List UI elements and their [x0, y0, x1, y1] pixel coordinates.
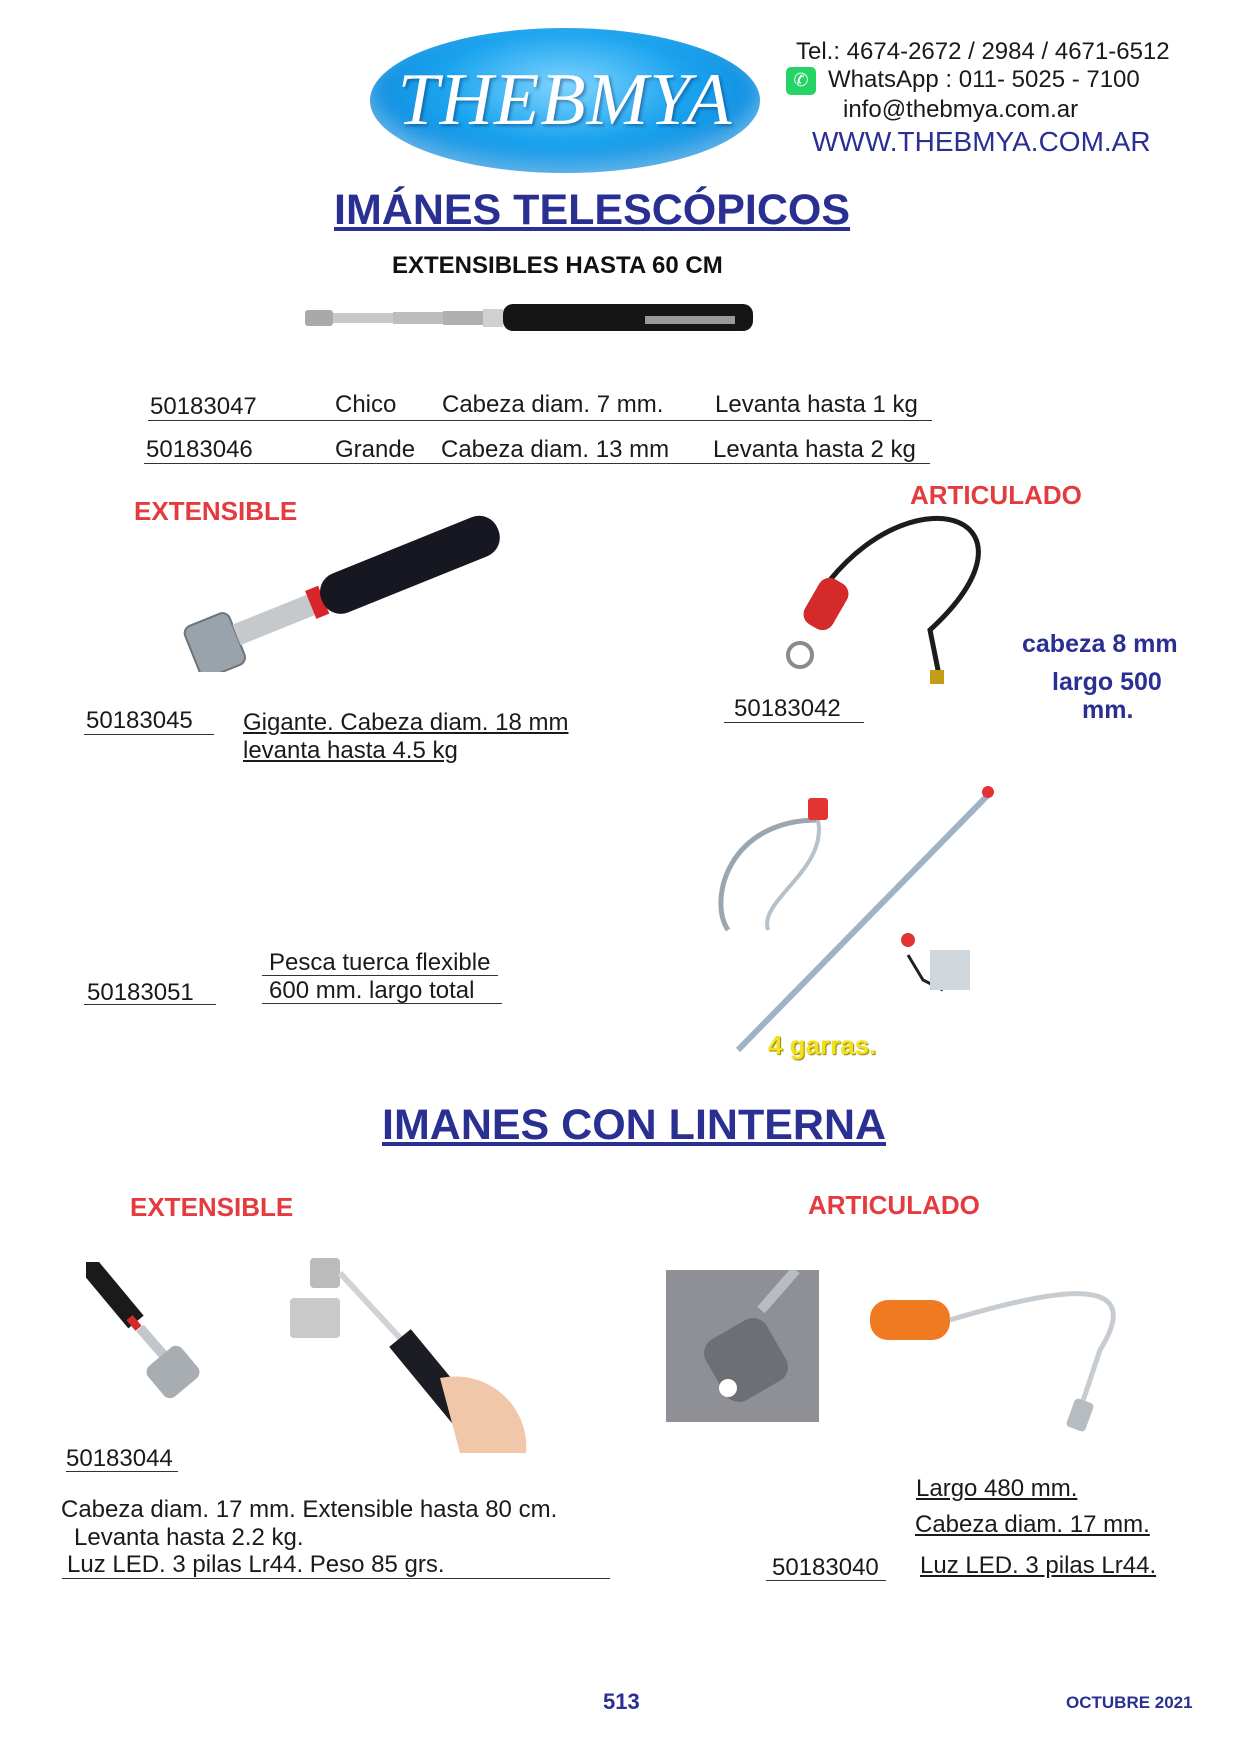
code-underline [66, 1471, 178, 1472]
product-lift: Levanta hasta 2 kg [713, 436, 916, 463]
led-magnet-hand-image [290, 1258, 527, 1453]
product-code: 50183040 [772, 1554, 879, 1581]
pesca-desc-line1: Pesca tuerca flexible [269, 949, 491, 976]
section-subtitle: EXTENSIBLES HASTA 60 CM [392, 252, 723, 279]
phone-numbers: Tel.: 4674-2672 / 2984 / 4671-6512 [796, 38, 1170, 65]
product-head: Cabeza diam. 7 mm. [442, 391, 664, 418]
telescopic-magnet-image [305, 304, 753, 331]
website-link[interactable]: WWW.THEBMYA.COM.AR [812, 126, 1151, 157]
item2-desc-line1: Largo 480 mm. [916, 1475, 1078, 1502]
section-title-linterna: IMANES CON LINTERNA [382, 1101, 887, 1149]
articulated-magnet-image [786, 515, 981, 684]
gigante-desc-line1: Gigante. Cabeza diam. 18 mm [243, 709, 569, 736]
product-code: 50183046 [146, 436, 253, 463]
item1-desc-line2: Levanta hasta 2.2 kg. [74, 1524, 304, 1551]
desc-underline [262, 1003, 502, 1004]
logo-text: THEBMYA [397, 59, 733, 141]
label-articulado: ARTICULADO [910, 480, 1082, 510]
led-flashlight-photo [666, 1266, 819, 1422]
label-extensible: EXTENSIBLE [130, 1192, 294, 1222]
code-underline [84, 1004, 216, 1005]
spec-head: cabeza 8 mm [1022, 630, 1178, 658]
whatsapp-icon: ✆ [786, 67, 816, 95]
desc-underline [262, 975, 498, 976]
row-divider [148, 420, 932, 421]
item1-desc-line1: Cabeza diam. 17 mm. Extensible hasta 80 … [61, 1496, 558, 1523]
item2-desc-line2: Cabeza diam. 17 mm. [915, 1511, 1150, 1538]
page-number: 513 [603, 1689, 640, 1714]
brand-logo: THEBMYA [370, 28, 760, 173]
code-underline [84, 734, 214, 735]
spec-length-unit: mm. [1082, 696, 1134, 724]
gigante-desc-line2: levanta hasta 4.5 kg [243, 737, 458, 764]
product-code: 50183051 [87, 979, 194, 1006]
email-address: info@thebmya.com.ar [843, 96, 1079, 123]
product-head: Cabeza diam. 13 mm [441, 436, 670, 463]
product-size: Chico [335, 391, 397, 418]
code-underline [724, 722, 864, 723]
desc-underline [62, 1578, 610, 1579]
code-underline [766, 1580, 886, 1581]
row-divider [144, 463, 930, 464]
label-articulado: ARTICULADO [808, 1190, 980, 1220]
product-code: 50183045 [86, 707, 193, 734]
product-code: 50183044 [66, 1445, 173, 1472]
label-extensible: EXTENSIBLE [134, 496, 298, 526]
whatsapp-number: WhatsApp : 011- 5025 - 7100 [828, 66, 1140, 93]
product-size: Grande [335, 436, 416, 463]
spec-length: largo 500 [1052, 668, 1162, 696]
edition-date: OCTUBRE 2021 [1066, 1693, 1193, 1712]
product-code: 50183047 [150, 393, 257, 420]
giant-magnet-image [183, 515, 500, 672]
pesca-desc-line2: 600 mm. largo total [269, 977, 475, 1004]
product-lift: Levanta hasta 1 kg [715, 391, 918, 418]
flexible-led-magnet-image [870, 1291, 1116, 1432]
section-title-telescopicos: IMÁNES TELESCÓPICOS [334, 186, 851, 234]
item1-desc-line3: Luz LED. 3 pilas Lr44. Peso 85 grs. [67, 1551, 445, 1578]
item2-desc-line3: Luz LED. 3 pilas Lr44. [920, 1552, 1157, 1579]
claw-pickup-image [718, 786, 994, 1053]
claw-badge: 4 garras. [768, 1030, 877, 1060]
product-code: 50183042 [734, 695, 841, 722]
led-magnet-closeup-image [86, 1262, 200, 1399]
